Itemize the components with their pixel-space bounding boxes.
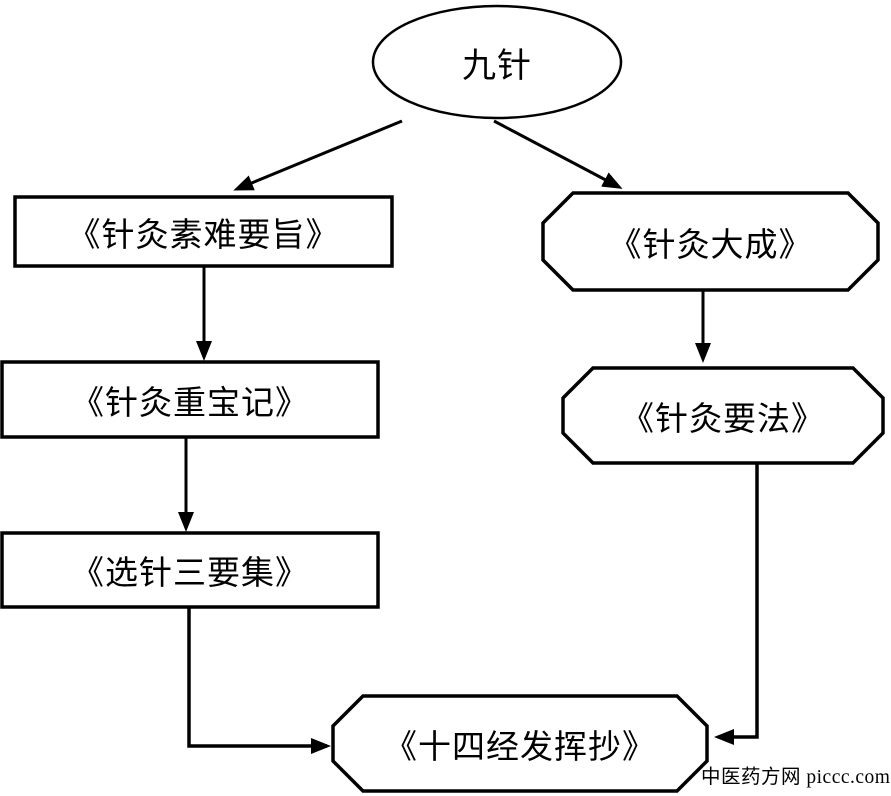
node-shape-shisijing-fahuichao <box>331 694 709 793</box>
node-shape-xuanzhen-sanyaoji <box>0 531 380 609</box>
edge-zhenjiu-yaofa-to-shisijing-fahuichao <box>714 464 759 745</box>
node-shape-jiuzhen <box>371 4 623 120</box>
node-shape-zhenjiu-yaofa <box>561 366 885 465</box>
node-shape-sunan-yaozhi <box>13 195 394 268</box>
edge-jiuzhen-to-zhenjiu-dacheng <box>493 119 623 189</box>
node-shape-zhenjiu-dacheng <box>541 191 880 292</box>
node-shape-zhongbao-ji <box>0 360 380 439</box>
edge-xuanzhen-sanyaoji-to-shisijing-fahuichao <box>187 608 331 754</box>
edge-jiuzhen-to-sunan-yaozhi <box>233 119 403 191</box>
